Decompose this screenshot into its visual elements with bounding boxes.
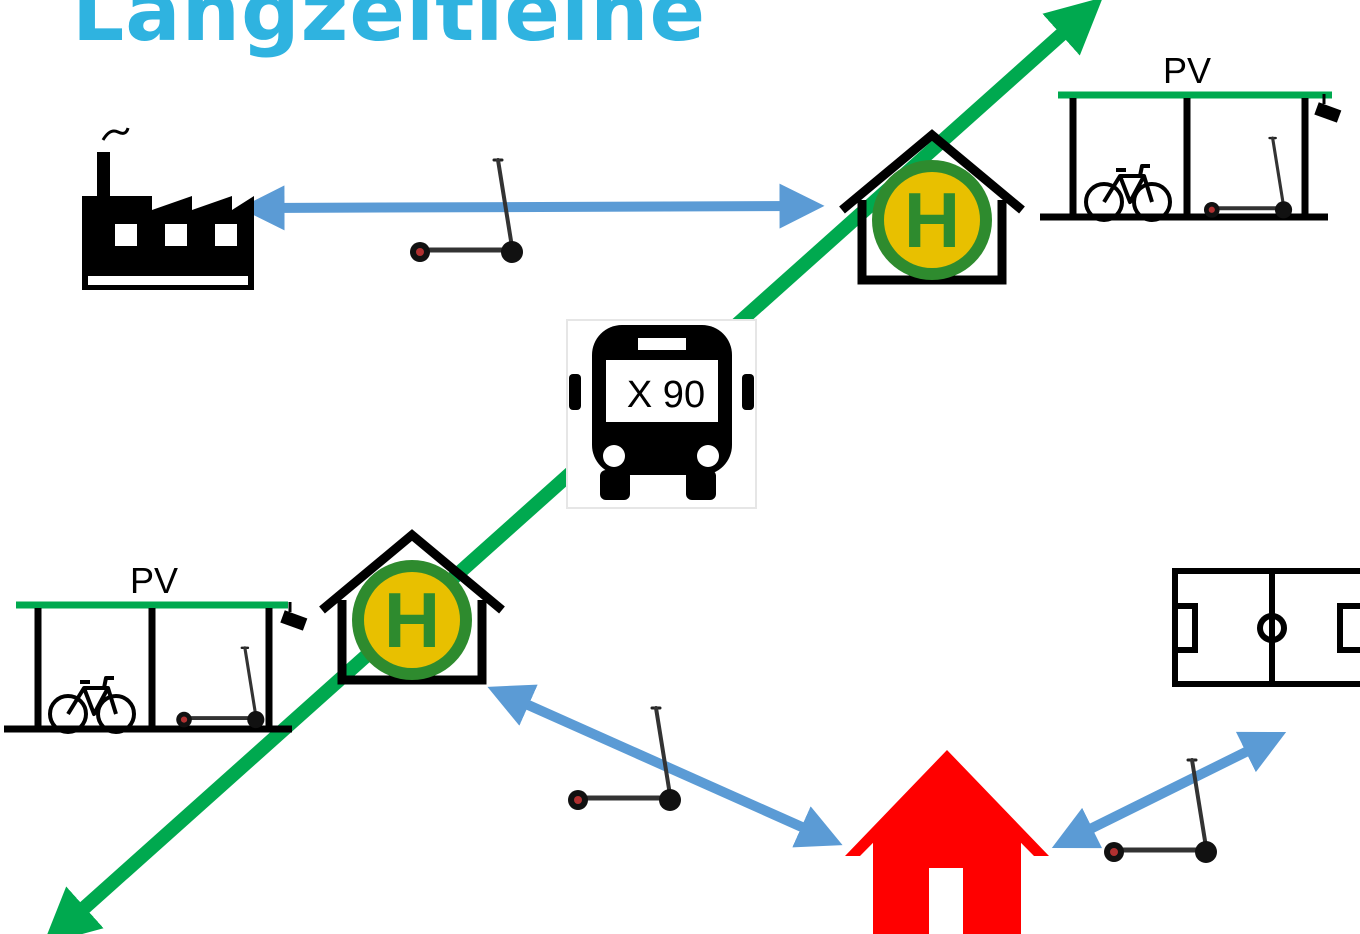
- pv-label-top: PV: [1163, 50, 1212, 91]
- bicycle-icon: [48, 676, 136, 734]
- bicycle-icon: [1084, 164, 1172, 222]
- e-scooter-icon: [1202, 136, 1295, 221]
- pv-shelter-icon: [1040, 91, 1332, 221]
- pv-label-left: PV: [130, 560, 179, 601]
- factory-icon: [82, 127, 254, 290]
- football-pitch-icon: [1172, 568, 1360, 687]
- bus-line-label: X 90: [626, 374, 706, 416]
- arrow-home-pitch: [1051, 731, 1287, 849]
- page-title: Langzeitleine: [72, 0, 707, 60]
- bus-icon: [566, 319, 757, 509]
- e-scooter-icon: [568, 708, 681, 811]
- e-scooter-icon: [174, 645, 267, 731]
- home-icon: [845, 750, 1049, 934]
- pv-shelter-icon: [4, 601, 292, 733]
- arrow-factory-stop: [239, 183, 825, 231]
